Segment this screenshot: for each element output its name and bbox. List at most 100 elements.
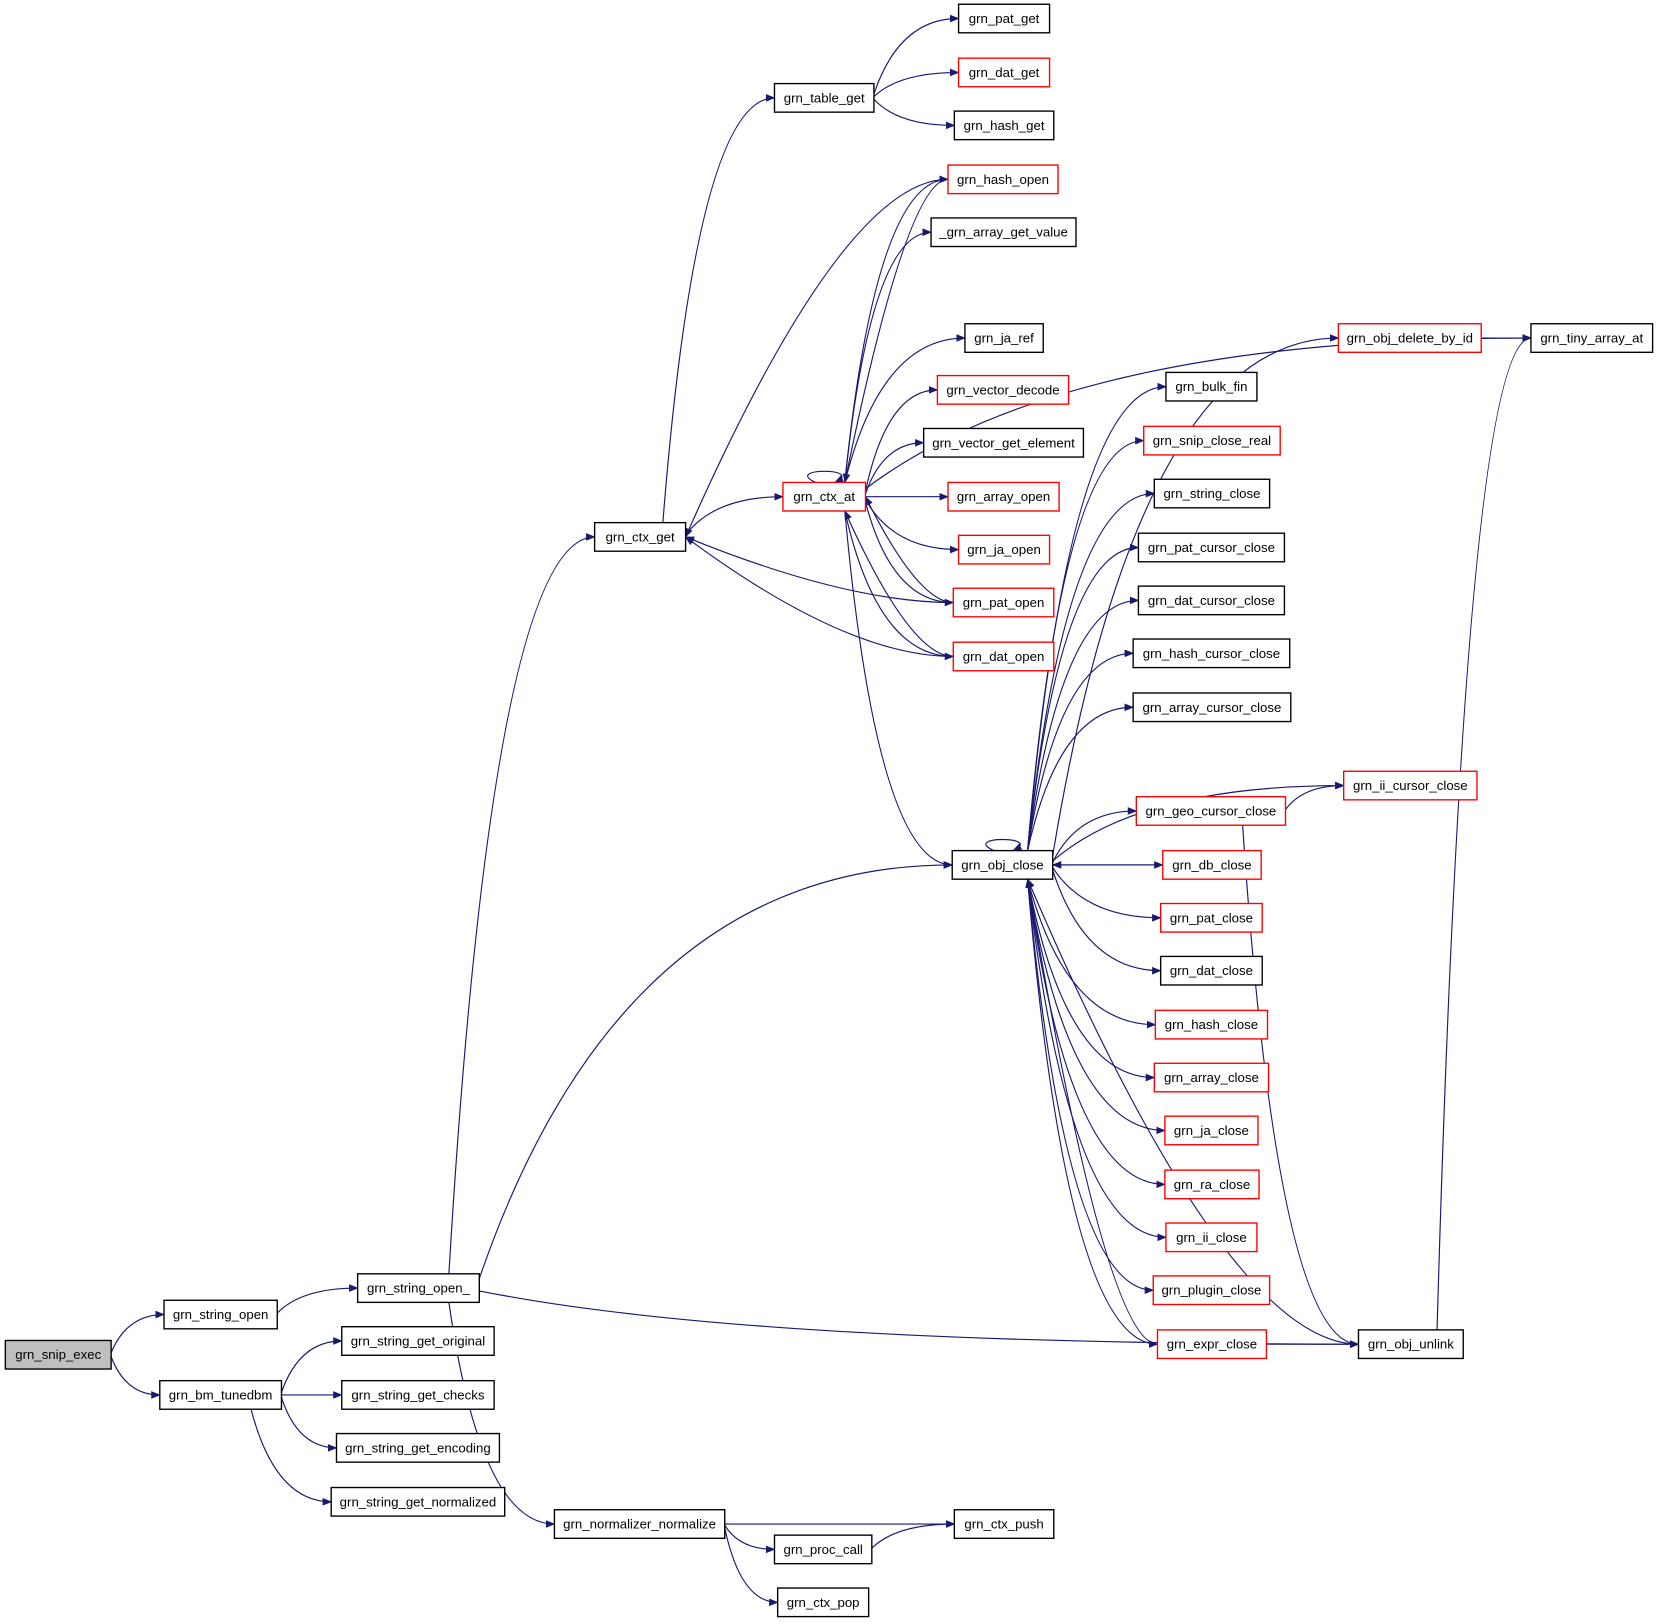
edge-grn_table_get-to-grn_dat_get bbox=[873, 68, 960, 98]
edge-grn_ctx_at-to-grn_pat_open bbox=[864, 501, 955, 607]
node-grn_hash_cursor_close[interactable]: grn_hash_cursor_close bbox=[1132, 638, 1291, 669]
node-grn_expr_close[interactable]: grn_expr_close bbox=[1156, 1329, 1268, 1360]
edge-grn_bm_tunedbm-to-grn_string_get_normalized bbox=[250, 1409, 333, 1506]
node-grn_vector_decode[interactable]: grn_vector_decode bbox=[936, 374, 1070, 405]
node-grn_geo_cursor_close[interactable]: grn_geo_cursor_close bbox=[1135, 795, 1287, 826]
edges-layer bbox=[110, 14, 1532, 1607]
edge-grn_obj_close-to-grn_ja_close bbox=[1027, 879, 1166, 1135]
node-grn_ctx_pop[interactable]: grn_ctx_pop bbox=[776, 1587, 870, 1618]
node-grn_ja_ref[interactable]: grn_ja_ref bbox=[964, 323, 1044, 353]
edge-grn_obj_close-to-grn_pat_close bbox=[1052, 867, 1162, 922]
node-grn_array_cursor_close[interactable]: grn_array_cursor_close bbox=[1132, 692, 1292, 723]
node-grn_ra_close[interactable]: grn_ra_close bbox=[1164, 1169, 1260, 1200]
node-grn_ctx_at[interactable]: grn_ctx_at bbox=[782, 481, 867, 512]
edge-grn_ctx_at-to-grn_ja_ref bbox=[844, 334, 966, 483]
edge-grn_obj_close-to-grn_hash_cursor_close bbox=[1027, 649, 1135, 851]
node-grn_string_close[interactable]: grn_string_close bbox=[1153, 478, 1271, 509]
node-box bbox=[951, 849, 1054, 880]
node-grn_string_open[interactable]: grn_string_open bbox=[163, 1299, 278, 1330]
node-grn_bulk_fin[interactable]: grn_bulk_fin bbox=[1165, 371, 1258, 402]
node-grn_obj_close[interactable]: grn_obj_close bbox=[951, 849, 1054, 880]
edge-grn_obj_close-to-grn_obj_delete_by_id bbox=[1052, 334, 1340, 856]
node-box bbox=[952, 641, 1055, 672]
edge-grn_obj_unlink-to-grn_tiny_array_at bbox=[1436, 334, 1532, 1330]
node-label: grn_array_cursor_close bbox=[1143, 700, 1282, 715]
edge-grn_ctx_at-to-grn_obj_close bbox=[844, 510, 954, 869]
edge-grn_hash_open-to-grn_ctx_at bbox=[842, 178, 949, 484]
node-grn_pat_open[interactable]: grn_pat_open bbox=[952, 587, 1055, 618]
node-label: grn_string_open bbox=[173, 1307, 269, 1322]
node-grn_ja_open[interactable]: grn_ja_open bbox=[957, 534, 1051, 565]
edge-grn_obj_close-to-grn_string_close bbox=[1027, 489, 1156, 851]
node-grn_ii_cursor_close[interactable]: grn_ii_cursor_close bbox=[1342, 770, 1478, 801]
node-grn_string_get_original[interactable]: grn_string_get_original bbox=[341, 1326, 495, 1356]
node-label: grn_dat_close bbox=[1170, 963, 1253, 978]
node-box bbox=[1153, 478, 1271, 509]
node-grn_proc_call[interactable]: grn_proc_call bbox=[773, 1534, 873, 1565]
node-label: grn_dat_cursor_close bbox=[1148, 593, 1275, 608]
node-grn_db_close[interactable]: grn_db_close bbox=[1162, 849, 1262, 880]
node-grn_plugin_close[interactable]: grn_plugin_close bbox=[1152, 1275, 1271, 1306]
node-grn_dat_close[interactable]: grn_dat_close bbox=[1159, 955, 1263, 986]
node-box bbox=[1132, 692, 1292, 723]
node-_grn_array_get_value[interactable]: _grn_array_get_value bbox=[930, 217, 1077, 248]
node-grn_obj_delete_by_id[interactable]: grn_obj_delete_by_id bbox=[1337, 323, 1482, 353]
node-box bbox=[1137, 585, 1286, 616]
edge-grn_ctx_get-to-grn_ctx_at bbox=[685, 492, 784, 536]
node-label: grn_string_get_original bbox=[351, 1333, 486, 1348]
node-box bbox=[1156, 1329, 1268, 1360]
node-box bbox=[1337, 323, 1482, 353]
node-box bbox=[1165, 1222, 1258, 1253]
node-label: grn_ii_close bbox=[1176, 1230, 1247, 1245]
edge-grn_normalizer_normalize-to-grn_ctx_pop bbox=[724, 1527, 779, 1607]
edge-grn_snip_exec-to-grn_bm_tunedbm bbox=[110, 1356, 161, 1399]
node-box bbox=[341, 1379, 495, 1410]
edge-grn_obj_close-to-grn_ii_close bbox=[1027, 879, 1167, 1242]
node-grn_string_get_encoding[interactable]: grn_string_get_encoding bbox=[335, 1432, 501, 1463]
node-label: grn_string_close bbox=[1163, 486, 1260, 501]
node-grn_array_open[interactable]: grn_array_open bbox=[947, 481, 1060, 512]
node-grn_pat_close[interactable]: grn_pat_close bbox=[1159, 902, 1263, 933]
node-label: grn_tiny_array_at bbox=[1540, 331, 1643, 346]
node-grn_normalizer_normalize[interactable]: grn_normalizer_normalize bbox=[553, 1509, 726, 1539]
edge-grn_hash_open-to-grn_ctx_get bbox=[685, 178, 948, 538]
node-box bbox=[1357, 1329, 1464, 1360]
node-grn_hash_close[interactable]: grn_hash_close bbox=[1154, 1009, 1269, 1040]
node-label: grn_string_get_checks bbox=[351, 1387, 484, 1402]
node-grn_ja_close[interactable]: grn_ja_close bbox=[1164, 1115, 1259, 1146]
node-label: grn_db_close bbox=[1172, 857, 1251, 872]
edge-grn_ctx_at-to-_grn_array_get_value bbox=[844, 228, 933, 483]
edge-grn_obj_close-to-grn_obj_close bbox=[985, 838, 1023, 852]
node-grn_dat_get[interactable]: grn_dat_get bbox=[957, 57, 1051, 88]
node-grn_snip_close_real[interactable]: grn_snip_close_real bbox=[1143, 425, 1281, 456]
node-grn_hash_open[interactable]: grn_hash_open bbox=[947, 164, 1059, 195]
node-grn_pat_cursor_close[interactable]: grn_pat_cursor_close bbox=[1137, 532, 1286, 563]
edge-grn_obj_close-to-grn_ra_close bbox=[1027, 879, 1166, 1189]
edge-grn_string_open_-to-grn_obj_close bbox=[478, 861, 954, 1279]
node-grn_ii_close[interactable]: grn_ii_close bbox=[1165, 1222, 1258, 1253]
node-box bbox=[163, 1299, 278, 1330]
node-grn_hash_get[interactable]: grn_hash_get bbox=[953, 110, 1055, 141]
node-grn_vector_get_element[interactable]: grn_vector_get_element bbox=[922, 427, 1085, 458]
node-grn_tiny_array_at[interactable]: grn_tiny_array_at bbox=[1530, 323, 1654, 353]
node-label: grn_snip_close_real bbox=[1153, 433, 1271, 448]
edge-grn_obj_close-to-grn_dat_close bbox=[1052, 870, 1162, 975]
node-grn_table_get[interactable]: grn_table_get bbox=[773, 82, 875, 113]
node-box bbox=[964, 323, 1044, 353]
node-grn_string_get_normalized[interactable]: grn_string_get_normalized bbox=[330, 1486, 506, 1517]
node-grn_dat_cursor_close[interactable]: grn_dat_cursor_close bbox=[1137, 585, 1286, 616]
node-grn_dat_open[interactable]: grn_dat_open bbox=[952, 641, 1055, 672]
node-box bbox=[1164, 1169, 1260, 1200]
node-grn_string_open_[interactable]: grn_string_open_ bbox=[356, 1273, 480, 1304]
node-label: grn_array_open bbox=[957, 489, 1050, 504]
node-grn_pat_get[interactable]: grn_pat_get bbox=[957, 3, 1051, 34]
node-grn_string_get_checks[interactable]: grn_string_get_checks bbox=[341, 1379, 495, 1410]
node-box bbox=[341, 1326, 495, 1356]
node-grn_array_close[interactable]: grn_array_close bbox=[1153, 1062, 1270, 1093]
node-grn_obj_unlink[interactable]: grn_obj_unlink bbox=[1357, 1329, 1464, 1360]
node-grn_ctx_push[interactable]: grn_ctx_push bbox=[953, 1509, 1055, 1539]
node-grn_bm_tunedbm[interactable]: grn_bm_tunedbm bbox=[159, 1379, 283, 1410]
node-grn_ctx_get[interactable]: grn_ctx_get bbox=[593, 521, 687, 552]
node-grn_snip_exec[interactable]: grn_snip_exec bbox=[4, 1339, 112, 1370]
edge-grn_pat_open-to-grn_ctx_get bbox=[684, 536, 954, 604]
